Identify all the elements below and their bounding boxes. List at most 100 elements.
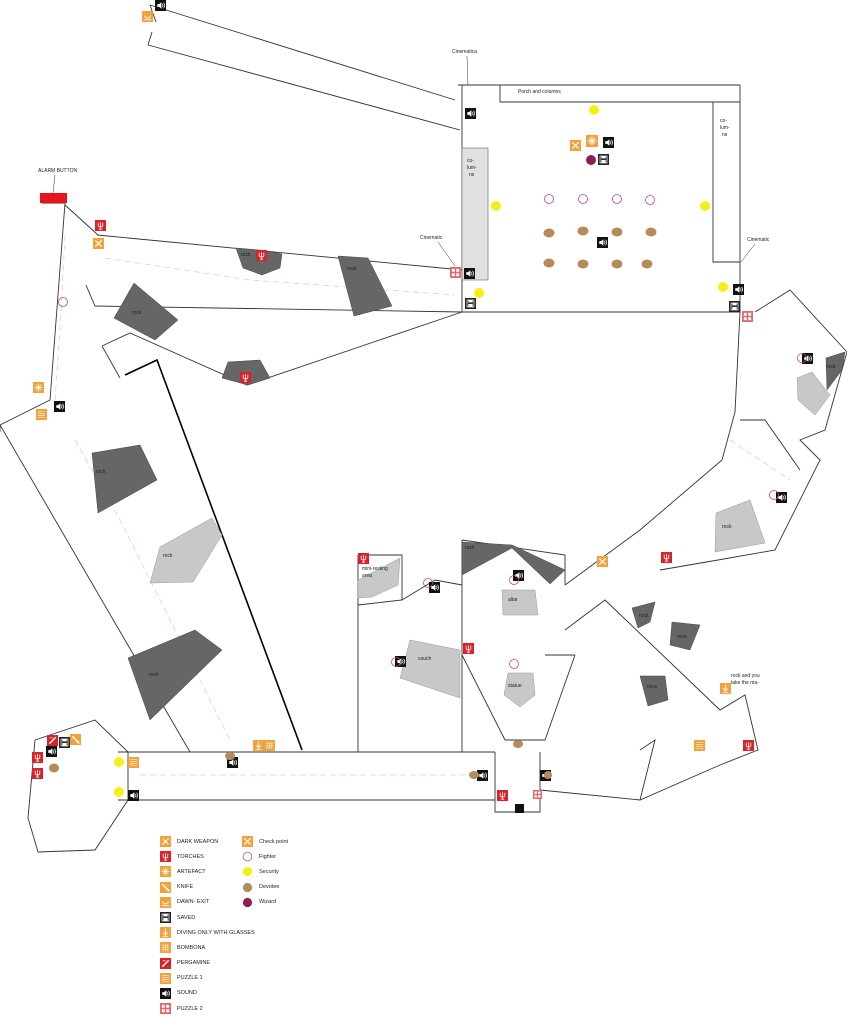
legend-column-characters: Check point Fighter Security Devotee Wiz… [242, 834, 288, 910]
label-alarm: ALARM BUTTON [38, 168, 77, 174]
markers [32, 0, 813, 813]
legend-item: SOUND [160, 986, 255, 1001]
artefact-icon [33, 382, 44, 393]
label-columns-right-2: lum- [720, 125, 730, 131]
sound-icon [155, 0, 166, 11]
legend-item: KNIFE [160, 880, 255, 895]
legend-item: Security [242, 864, 288, 879]
devotee-marker [225, 752, 235, 760]
check-point-icon [242, 836, 253, 847]
fighter-marker [391, 657, 401, 667]
wizard-icon [242, 897, 253, 907]
diving-icon [720, 683, 731, 694]
wizard-marker [586, 155, 596, 165]
puzzle-2-icon [450, 267, 461, 278]
check-point-icon [597, 556, 608, 567]
map-legend: DARK WEAPON TORCHES ARTEFACT KNIFE DAWN-… [160, 834, 350, 1024]
label-statue: statue [508, 683, 522, 689]
legend-item: TORCHES [160, 849, 255, 864]
fighter-marker [578, 194, 588, 204]
label-columns-left-3: ns [469, 172, 475, 178]
devotee-icon [242, 882, 253, 892]
legend-item: DARK WEAPON [160, 834, 255, 849]
diving-icon [253, 740, 264, 751]
torch-icon [32, 768, 43, 779]
torch-icon [160, 851, 171, 862]
diving-icon [160, 927, 171, 938]
label-cinematic-2: Cinematic [747, 237, 770, 243]
label-columns-left-1: co- [467, 158, 474, 164]
dawn-exit-icon [160, 897, 171, 908]
sound-icon [160, 988, 171, 999]
fighter-marker [509, 575, 519, 585]
sound-icon [733, 284, 744, 295]
knife-icon [70, 734, 81, 745]
legend-item: PUZZLE 2 [160, 1001, 255, 1016]
puzzle-2-icon [533, 790, 542, 799]
security-marker [718, 282, 728, 292]
legend-item: Devotee [242, 880, 288, 895]
sound-icon [603, 137, 614, 148]
devotee-marker [611, 227, 623, 237]
label-rock-9: rock [826, 364, 836, 370]
saved-icon [729, 301, 740, 312]
dawn-exit-icon [142, 11, 153, 22]
pergamine-icon [47, 735, 58, 746]
bombona-icon [160, 942, 171, 953]
alarm-button[interactable] [40, 193, 67, 203]
puzzle-1-icon [36, 409, 47, 420]
label-rock-take-1: rock and you [731, 673, 760, 679]
walls [0, 4, 847, 853]
legend-item: Fighter [242, 849, 288, 864]
sound-icon [464, 268, 475, 279]
label-mini-resting-1: mini-resting [362, 566, 388, 572]
legend-item: DAWN- EXIT [160, 895, 255, 910]
label-mini-resting-2: area [362, 573, 372, 579]
label-rock-4: rock [96, 469, 106, 475]
label-columns-right-3: ns [722, 132, 728, 138]
label-columns-right-1: co- [720, 118, 727, 124]
devotee-marker [611, 259, 623, 269]
dark-weapon-icon [160, 836, 171, 847]
label-columns-left-2: lum- [467, 165, 477, 171]
puzzle-2-icon [160, 1003, 171, 1014]
torch-icon [463, 643, 474, 654]
check-point-icon [570, 140, 581, 151]
legend-item: Wizard [242, 895, 288, 910]
torch-icon [256, 250, 267, 261]
label-rock-1: rock [241, 252, 251, 258]
puzzle-1-icon [160, 973, 171, 984]
bombona-icon [264, 740, 275, 751]
fighter-marker [544, 194, 554, 204]
security-icon [242, 867, 253, 877]
artefact-icon [586, 135, 598, 147]
security-marker [114, 787, 124, 797]
saved-icon [465, 298, 476, 309]
label-rock-7: rock [465, 545, 475, 551]
check-point-icon [93, 238, 104, 249]
devotee-marker [469, 771, 479, 779]
legend-item: PUZZLE 1 [160, 971, 255, 986]
puzzle-1-icon [128, 757, 139, 768]
security-marker [700, 201, 710, 211]
label-cinematic-1: Cinematic [420, 235, 443, 241]
knife-icon [160, 882, 171, 893]
sound-icon [46, 746, 57, 757]
fighter-marker [423, 578, 433, 588]
label-rock-8: rock [722, 524, 732, 530]
devotee-marker [577, 259, 589, 269]
label-rock-3: rock [132, 310, 142, 316]
label-porch: Porch and columns [518, 89, 561, 95]
torch-icon [240, 372, 251, 383]
torch-icon [661, 552, 672, 563]
legend-item: PERGAMINE [160, 956, 255, 971]
label-roca-1: roca [677, 634, 687, 640]
label-roca-2: roca [647, 684, 657, 690]
pergamine-icon [160, 958, 171, 969]
torch-icon [743, 740, 754, 751]
sound-icon [54, 401, 65, 412]
devotee-marker [641, 259, 653, 269]
fighter-marker [797, 353, 807, 363]
sound-icon [465, 108, 476, 119]
map-labels: Cinematica Porch and columns co- lum- ns… [38, 49, 836, 690]
